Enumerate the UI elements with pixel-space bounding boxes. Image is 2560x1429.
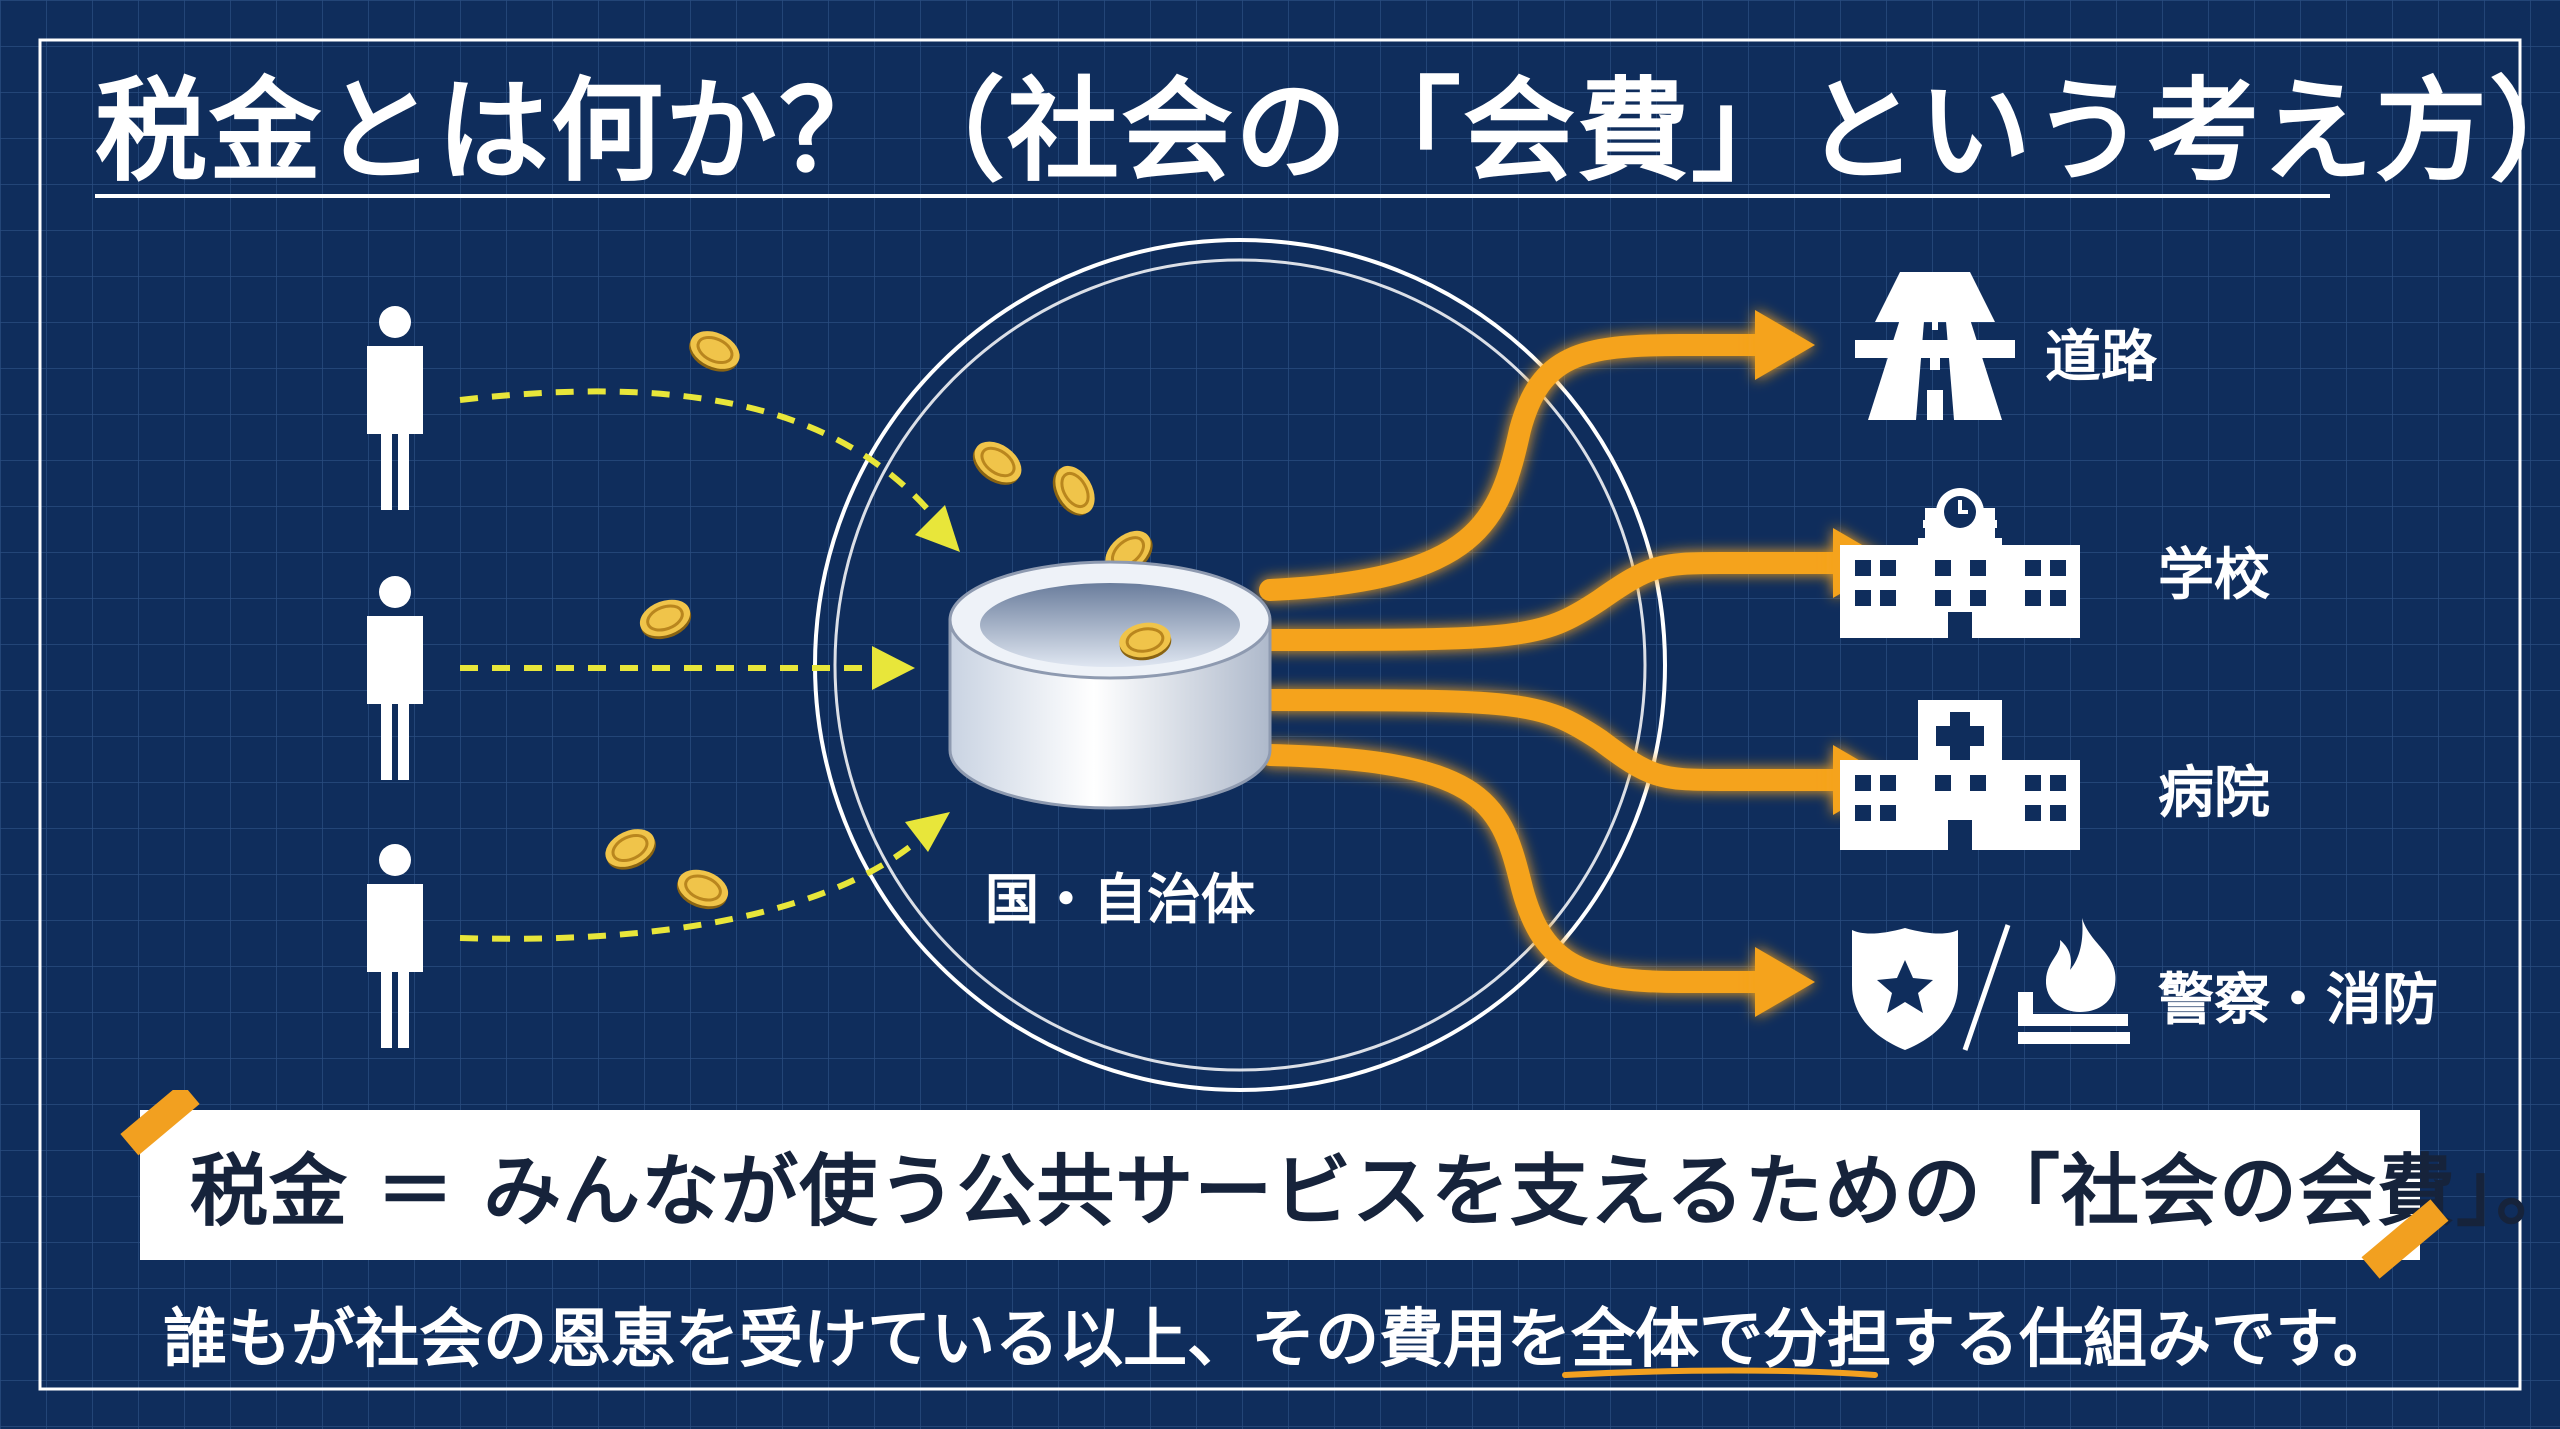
fire-icon xyxy=(2018,918,2130,1044)
service-label-hospital: 病院 xyxy=(2158,761,2270,826)
service-flow-hospital xyxy=(1259,689,1846,791)
service-label-police-fire: 警察・消防 xyxy=(2158,968,2438,1033)
road-icon xyxy=(1855,272,2015,420)
service-label-road: 道路 xyxy=(2045,325,2157,390)
school-icon xyxy=(1840,488,2080,638)
tape-accent xyxy=(2361,1199,2449,1279)
center-label: 国・自治体 xyxy=(985,868,1255,931)
tax-flow-arrow-bottom xyxy=(459,827,933,942)
tax-flow-arrow-top xyxy=(459,388,948,532)
main-statement-box: 税金 ＝ みんなが使う公共サービスを支えるための「社会の会費」。 xyxy=(140,1110,2560,1260)
arrowhead-icon xyxy=(872,646,915,690)
page-title: 税金とは何か？（社会の「会費」という考え方） xyxy=(95,67,2560,197)
inner-ring xyxy=(833,258,1647,1072)
treasury-pot-icon xyxy=(948,560,1272,810)
arrowhead-icon xyxy=(905,812,950,852)
arrowhead-icon xyxy=(915,505,960,552)
main-statement: 税金 ＝ みんなが使う公共サービスを支えるための「社会の会費」。 xyxy=(190,1147,2560,1237)
police-badge-icon xyxy=(1852,928,1958,1050)
hospital-icon xyxy=(1840,700,2080,850)
highlight-underline xyxy=(1562,1367,1878,1378)
service-flow-police xyxy=(1259,744,1771,993)
arrowhead-icon xyxy=(1755,947,1815,1017)
arrowhead-icon xyxy=(1755,310,1815,380)
tape-accent xyxy=(120,1090,200,1156)
service-flow-road xyxy=(1259,334,1771,601)
sub-statement: 誰もが社会の恩恵を受けている以上、その費用を全体で分担する仕組みです。 xyxy=(163,1303,2397,1377)
service-label-school: 学校 xyxy=(2158,543,2270,608)
outer-frame xyxy=(38,38,2522,1391)
service-flow-school xyxy=(1259,552,1846,651)
divider-slash xyxy=(1962,924,2011,1051)
